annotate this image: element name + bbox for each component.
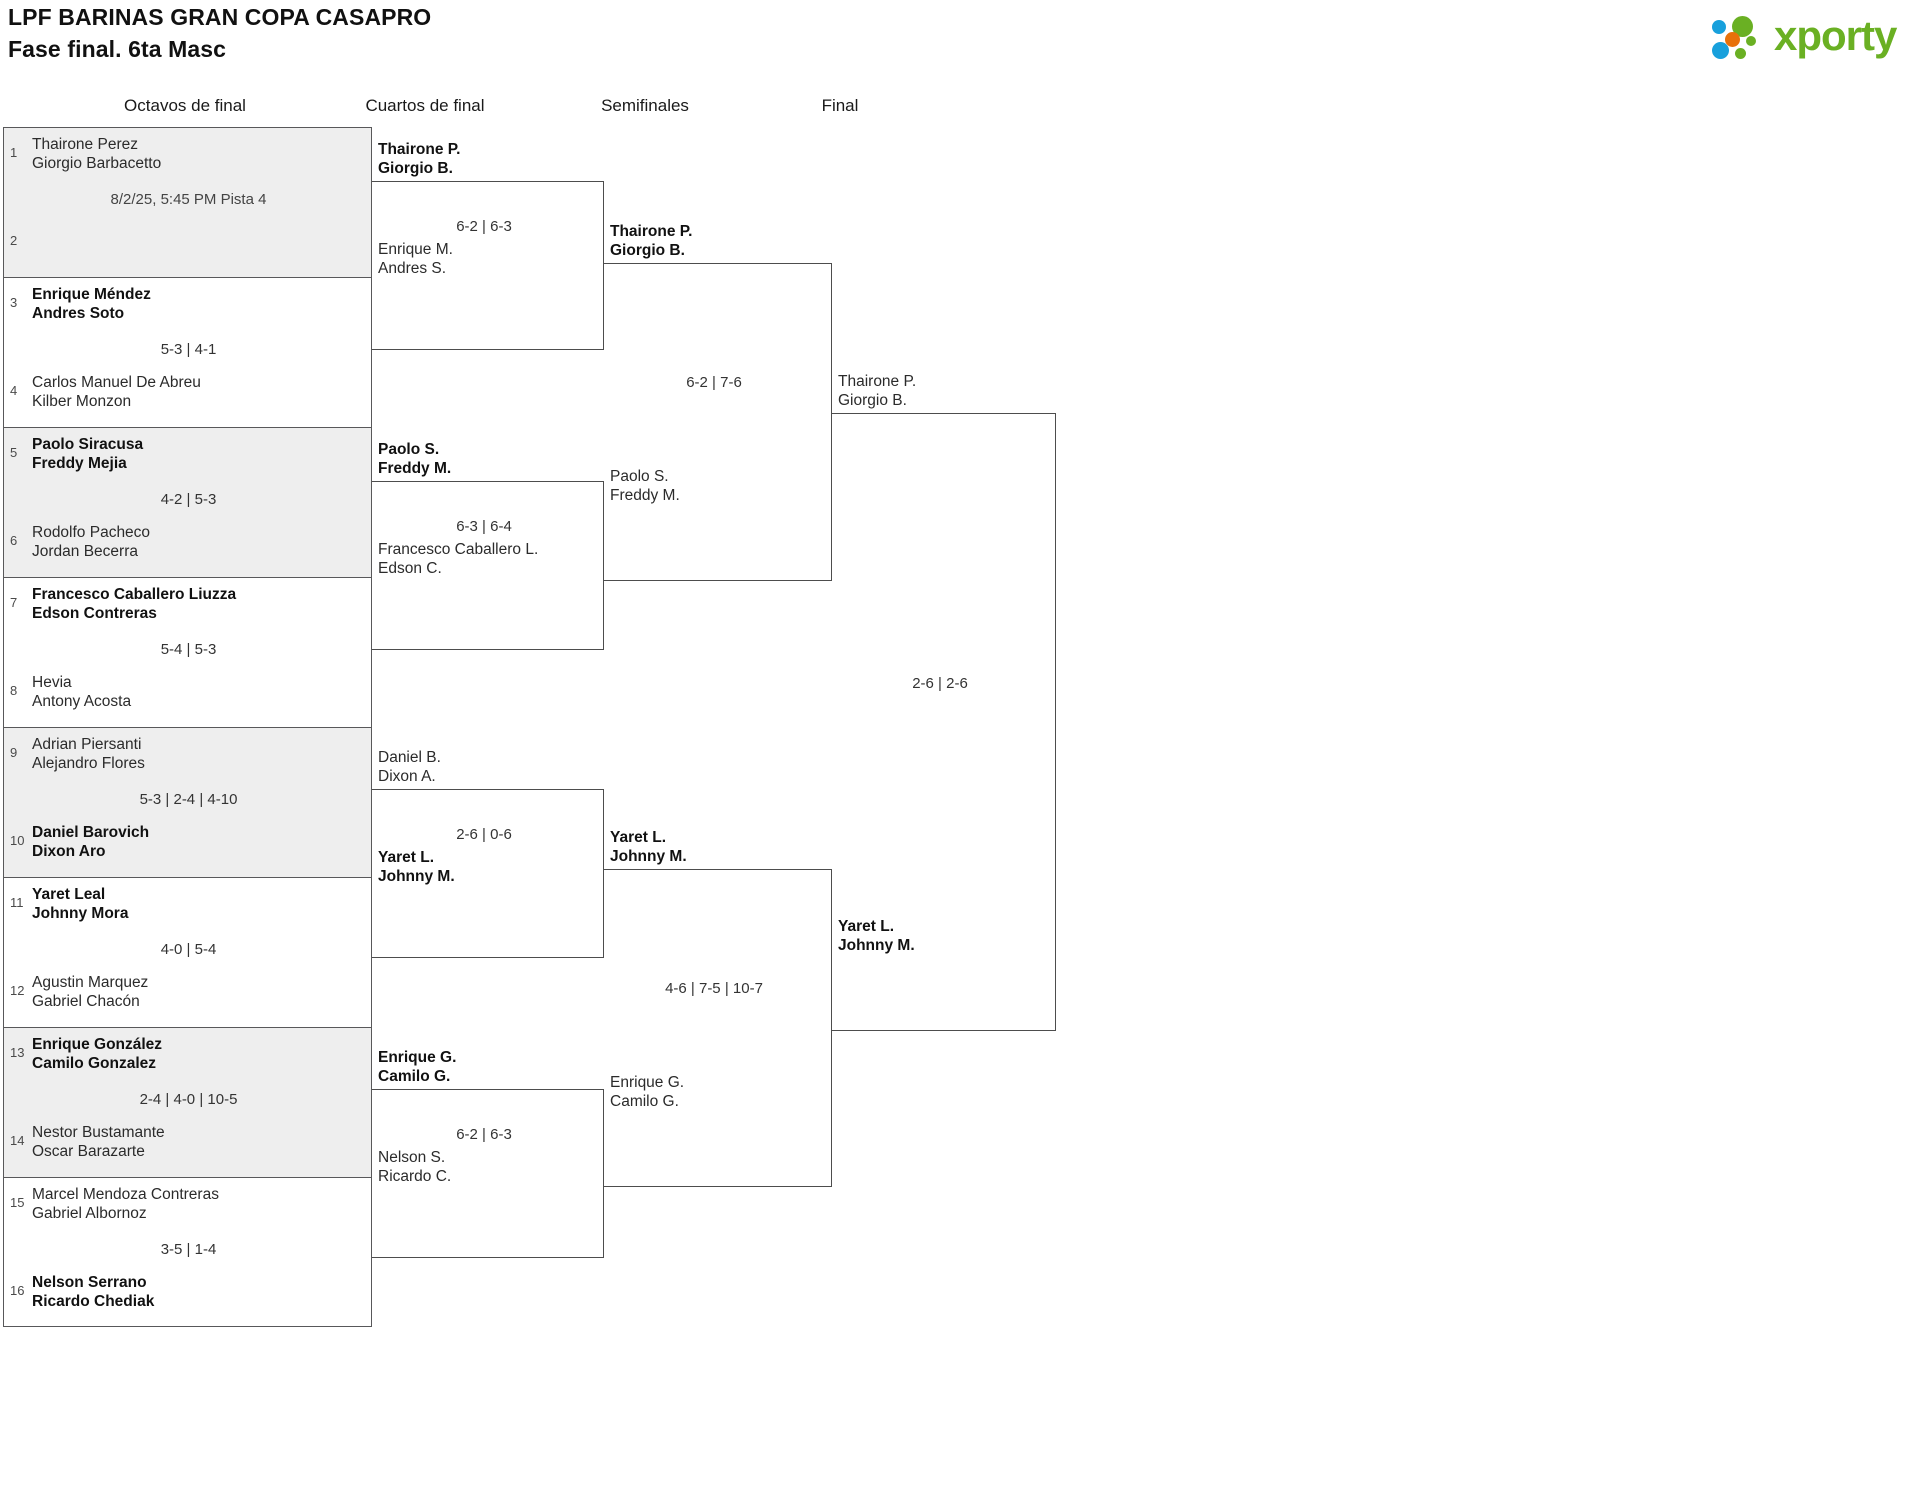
team-top: Paolo S.Freddy M.: [378, 441, 452, 477]
seed-number: 6: [10, 533, 18, 548]
match-r2-3[interactable]: Daniel B.Dixon A. 2-6 | 0-6 Yaret L.John…: [372, 748, 604, 958]
bracket-connector: [372, 1089, 604, 1258]
seed-number: 3: [10, 295, 18, 310]
match-r2-1[interactable]: Thairone P.Giorgio B. 6-2 | 6-3 Enrique …: [372, 140, 604, 350]
seed-number: 5: [10, 445, 18, 460]
match-schedule: 8/2/25, 5:45 PM Pista 4: [110, 191, 267, 208]
seed-number: 7: [10, 595, 18, 610]
match-score: 5-3 | 4-1: [160, 341, 217, 358]
team-bottom: Enrique G.Camilo G.: [610, 1074, 685, 1110]
match-score: 4-2 | 5-3: [160, 491, 217, 508]
match-score: 6-2 | 6-3: [456, 218, 512, 235]
round-header-semifinales: Semifinales: [601, 96, 689, 115]
seed-number: 1: [10, 145, 18, 160]
team-top: Thairone P.Giorgio B.: [838, 373, 917, 409]
team-top: Daniel B.Dixon A.: [378, 749, 441, 785]
seed-number: 16: [10, 1283, 25, 1298]
seed-number: 11: [10, 895, 24, 910]
bracket-connector: [604, 263, 832, 581]
seed-number: 14: [10, 1133, 25, 1148]
match-r2-2[interactable]: Paolo S.Freddy M. 6-3 | 6-4 Francesco Ca…: [372, 440, 604, 650]
seed-number: 8: [10, 683, 18, 698]
tournament-subtitle: Fase final. 6ta Masc: [8, 36, 227, 62]
bracket-connector: [372, 181, 604, 350]
tournament-title: LPF BARINAS GRAN COPA CASAPRO: [8, 4, 432, 30]
team-top: Enrique G.Camilo G.: [378, 1049, 457, 1085]
team-bottom: Francesco Caballero L.Edson C.: [378, 541, 539, 577]
team-bottom: Yaret L.Johnny M.: [378, 849, 455, 885]
team-top: Thairone P.Giorgio B.: [378, 141, 461, 177]
xporty-wordmark: xporty: [1774, 12, 1897, 59]
bracket-connector: [372, 789, 604, 958]
round-header-cuartos: Cuartos de final: [365, 96, 485, 115]
team-bottom: Paolo S.Freddy M.: [610, 468, 680, 504]
seed-number: 15: [10, 1195, 25, 1210]
team-bottom: Yaret L.Johnny M.: [838, 918, 915, 954]
team-top: Yaret L.Johnny M.: [610, 829, 687, 865]
match-score: 2-4 | 4-0 | 10-5: [139, 1091, 238, 1108]
match-score: 4-6 | 7-5 | 10-7: [665, 980, 763, 997]
match-score: 5-4 | 5-3: [160, 641, 217, 658]
match-score: 2-6 | 0-6: [456, 826, 512, 843]
seed-number: 4: [10, 383, 18, 398]
team-bottom: Nelson S.Ricardo C.: [378, 1149, 452, 1185]
team-top: Thairone P.Giorgio B.: [610, 223, 693, 259]
match-score: 2-6 | 2-6: [912, 675, 968, 692]
bracket-connector: [604, 869, 832, 1187]
bracket-connector: [372, 481, 604, 650]
match-score: 5-3 | 2-4 | 4-10: [139, 791, 238, 808]
match-r3-1[interactable]: Thairone P.Giorgio B. 6-2 | 7-6 Paolo S.…: [604, 222, 832, 582]
match-score: 6-2 | 7-6: [686, 374, 742, 391]
match-r3-2[interactable]: Yaret L.Johnny M. 4-6 | 7-5 | 10-7 Enriq…: [604, 828, 832, 1188]
round-header-octavos: Octavos de final: [124, 96, 246, 115]
seed-number: 10: [10, 833, 25, 848]
team-bottom: Enrique M.Andres S.: [378, 241, 453, 277]
xporty-dots-icon: [1712, 16, 1770, 62]
match-r4-1[interactable]: Thairone P.Giorgio B. 2-6 | 2-6 Yaret L.…: [832, 372, 1056, 1032]
match-score: 6-2 | 6-3: [456, 1126, 512, 1143]
match-score: 4-0 | 5-4: [160, 941, 217, 958]
match-r2-4[interactable]: Enrique G.Camilo G. 6-2 | 6-3 Nelson S.R…: [372, 1048, 604, 1258]
seed-number: 13: [10, 1045, 25, 1060]
xporty-logo[interactable]: xporty: [1712, 10, 1912, 66]
seed-number: 12: [10, 983, 25, 998]
match-score: 3-5 | 1-4: [160, 1241, 217, 1258]
match-score: 6-3 | 6-4: [456, 518, 512, 535]
seed-number: 2: [10, 233, 18, 248]
bracket-connector: [832, 413, 1056, 1031]
seed-number: 9: [10, 745, 18, 760]
round-header-final: Final: [821, 96, 859, 115]
